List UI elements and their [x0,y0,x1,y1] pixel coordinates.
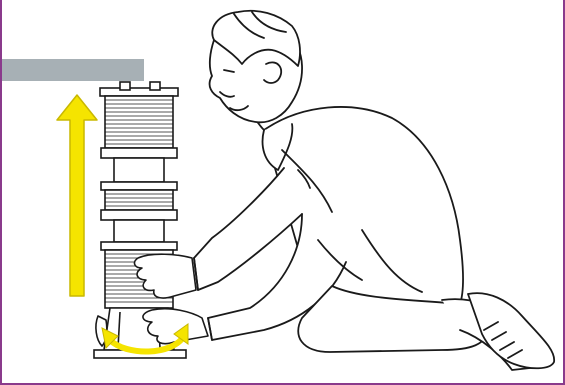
floor-slab [2,59,144,81]
up-arrow-icon [57,95,97,296]
kneeling-person [194,11,554,370]
